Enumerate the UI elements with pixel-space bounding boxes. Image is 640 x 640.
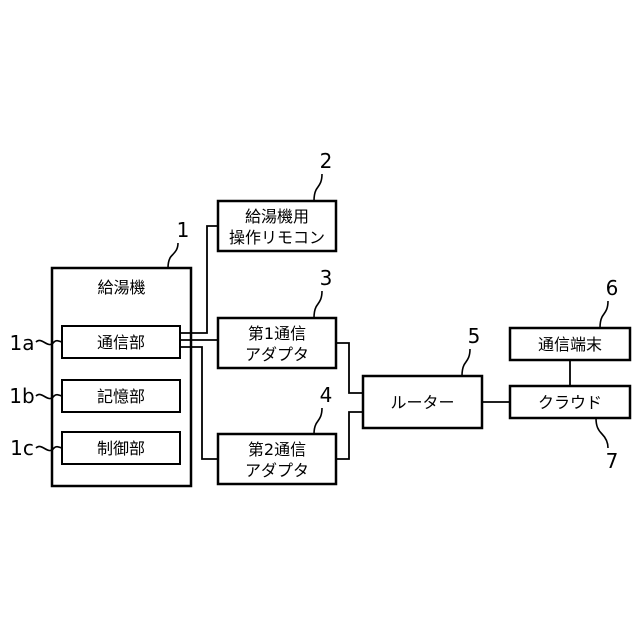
- first-adapter-line1: 第1通信: [248, 324, 306, 343]
- ref-terminal: 6: [606, 276, 619, 300]
- link-first-adapter-to-router: [336, 343, 363, 393]
- cloud-label: クラウド: [538, 393, 602, 412]
- ref-water-heater: 1: [177, 218, 190, 242]
- first-adapter-block: 第1通信 アダプタ: [218, 318, 336, 368]
- leader-terminal: [600, 301, 608, 328]
- leader-water-heater: [168, 243, 178, 268]
- terminal-block: 通信端末: [510, 328, 630, 360]
- cloud-block: クラウド: [510, 386, 630, 418]
- ref-first-adapter: 3: [320, 266, 333, 290]
- second-adapter-block: 第2通信 アダプタ: [218, 434, 336, 484]
- ref-second-adapter: 4: [320, 383, 333, 407]
- router-block: ルーター: [363, 376, 482, 428]
- storage-unit-label: 記憶部: [97, 387, 145, 406]
- control-unit-label: 制御部: [97, 439, 145, 458]
- remote-controller-line2: 操作リモコン: [229, 228, 325, 247]
- second-adapter-line2: アダプタ: [245, 461, 309, 480]
- water-heater-block: 給湯機 通信部 記憶部 制御部: [52, 268, 191, 486]
- first-adapter-line2: アダプタ: [245, 345, 309, 364]
- ref-communication-unit: 1a: [10, 331, 35, 355]
- ref-router: 5: [468, 324, 481, 348]
- water-heater-title: 給湯機: [97, 278, 145, 297]
- communication-unit-label: 通信部: [97, 333, 145, 352]
- communication-unit: 通信部: [62, 326, 180, 358]
- leader-router: [462, 349, 470, 376]
- ref-remote: 2: [320, 149, 333, 173]
- remote-controller-block: 給湯機用 操作リモコン: [218, 201, 336, 251]
- remote-controller-line1: 給湯機用: [245, 207, 309, 226]
- storage-unit: 記憶部: [62, 380, 180, 412]
- link-second-adapter-to-router: [336, 412, 363, 459]
- leader-remote: [314, 174, 322, 201]
- ref-cloud: 7: [606, 449, 619, 473]
- ref-storage-unit: 1b: [9, 384, 34, 408]
- ref-control-unit: 1c: [10, 436, 34, 460]
- leader-cloud: [596, 418, 608, 448]
- control-unit: 制御部: [62, 432, 180, 464]
- leader-first-adapter: [314, 291, 322, 318]
- terminal-label: 通信端末: [538, 335, 602, 354]
- leader-second-adapter: [314, 408, 322, 434]
- router-label: ルーター: [390, 393, 454, 412]
- second-adapter-line1: 第2通信: [248, 440, 306, 459]
